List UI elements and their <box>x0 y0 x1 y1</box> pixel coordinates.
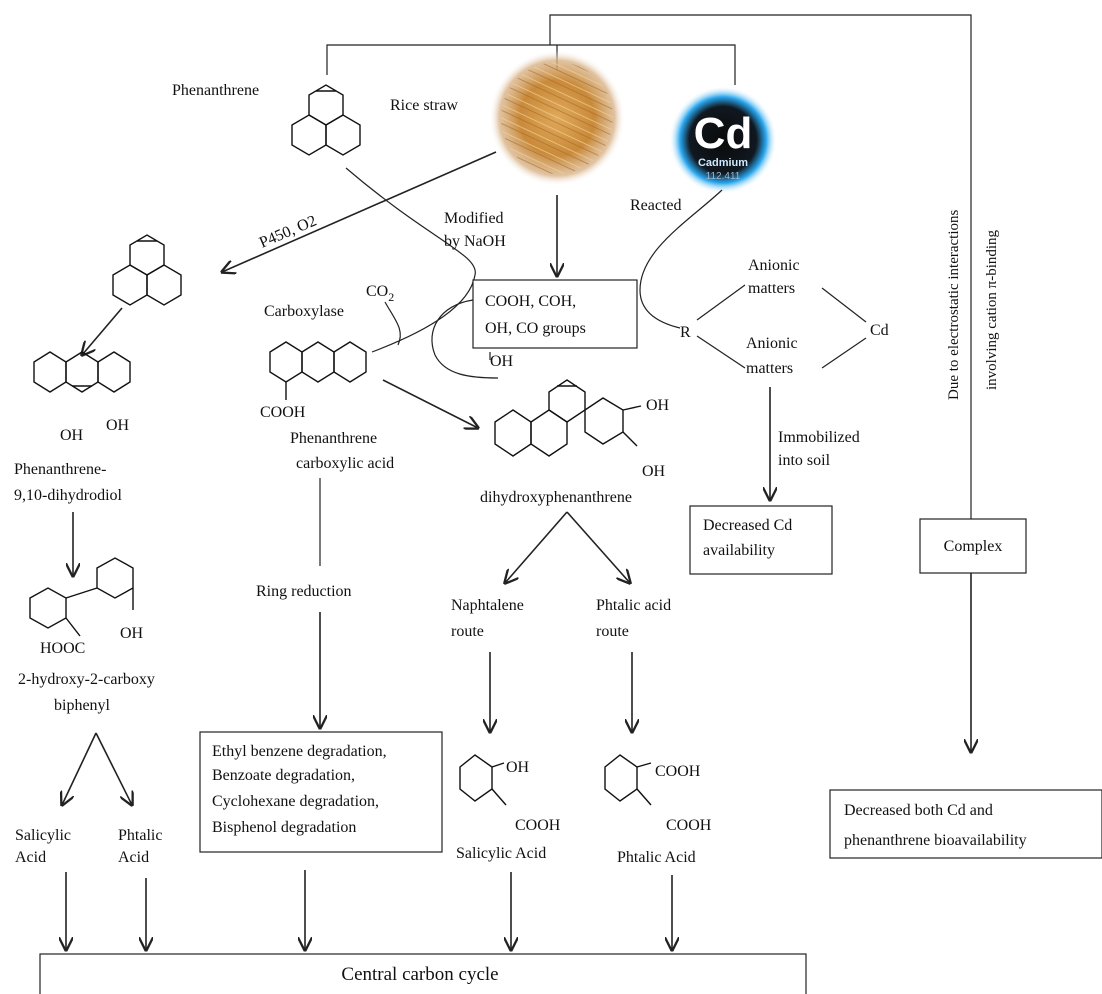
phenanthrene-molecule-left <box>112 234 182 306</box>
biphenyl-name-2: biphenyl <box>54 697 111 714</box>
naphtalene-route-2: route <box>451 623 484 640</box>
anionic-top-1: Anionic <box>748 257 800 274</box>
arrow-to-phtalic-left <box>95 732 132 805</box>
cd-reacted-curve <box>639 189 723 329</box>
immobilized-1: Immobilized <box>778 429 860 446</box>
dihydroxy-oh-1: OH <box>646 397 670 414</box>
degradation-box <box>199 731 443 853</box>
decreased-both-2: phenanthrene bioavailability <box>844 832 1027 849</box>
arrow-to-dihydroxy <box>382 379 478 428</box>
complex-label: Complex <box>944 538 1003 555</box>
rice-straw-image <box>489 50 625 186</box>
phenanthrene-diol-molecule <box>33 351 131 393</box>
carboxylic-name-2: carboxylic acid <box>296 455 394 472</box>
arrow-to-diol <box>82 307 123 355</box>
modified-label-2: by NaOH <box>444 233 506 250</box>
groups-line-2: OH, CO groups <box>485 320 586 337</box>
salicylic-acid-molecule <box>459 754 507 806</box>
r-label: R <box>680 324 691 341</box>
complex-box <box>919 518 1027 574</box>
biphenyl-hooc: HOOC <box>40 640 85 657</box>
salicylic-name: Salicylic Acid <box>456 845 546 862</box>
groups-box <box>472 279 638 349</box>
degradation-4: Bisphenol degradation <box>212 819 356 836</box>
dihydroxy-name: dihydroxyphenanthrene <box>480 489 632 506</box>
dihydroxy-top-oh: OH <box>490 353 514 370</box>
salicylic-cooh: COOH <box>515 817 561 834</box>
phenanthrene-molecule-top <box>291 84 361 156</box>
salicylic-left-1: Salicylic <box>15 827 71 844</box>
phtalic-acid-molecule <box>604 754 652 806</box>
carboxylic-cooh: COOH <box>260 404 306 421</box>
side-note-2: involving cation π-binding <box>984 229 1000 390</box>
salicylic-oh: OH <box>506 759 530 776</box>
dihydroxy-oh-2: OH <box>642 463 666 480</box>
degradation-3: Cyclohexane degradation, <box>212 793 379 810</box>
arrow-to-phtalic-route <box>566 511 630 583</box>
p450-label: P450, O2 <box>257 212 319 251</box>
groups-line-1: COOH, COH, <box>485 293 576 310</box>
naphtalene-route-1: Naphtalene <box>451 597 524 614</box>
cd-complex-label: Cd <box>870 322 889 339</box>
immobilized-2: into soil <box>778 452 831 469</box>
biphenyl-molecule <box>29 557 134 637</box>
anionic-bottom-1: Anionic <box>746 335 798 352</box>
phtalic-cooh-1: COOH <box>655 763 701 780</box>
decreased-both-box <box>829 789 1102 859</box>
phenanthrene-to-carboxylic-curve <box>345 167 476 353</box>
decreased-both-1: Decreased both Cd and <box>844 802 993 819</box>
phen-diol-name-2: 9,10-dihydrodiol <box>14 487 123 504</box>
ring-reduction-label: Ring reduction <box>256 583 352 600</box>
decreased-cd-box <box>689 505 833 575</box>
phtalic-name: Phtalic Acid <box>617 849 696 866</box>
phtalic-route-1: Phtalic acid <box>596 597 671 614</box>
phtalic-left-2: Acid <box>118 849 149 866</box>
cd-symbol: Cd <box>694 109 753 158</box>
anionic-top-2: matters <box>748 280 795 297</box>
reacted-label: Reacted <box>630 197 682 214</box>
rice-straw-label: Rice straw <box>390 97 458 114</box>
carboxylase-label: Carboxylase <box>264 303 344 320</box>
biphenyl-oh: OH <box>120 625 144 642</box>
phenanthrene-label: Phenanthrene <box>172 82 259 99</box>
diol-oh-2: OH <box>106 417 130 434</box>
arrow-to-salicylic-left <box>62 732 97 805</box>
anionic-bottom-2: matters <box>746 360 793 377</box>
carboxylic-name-1: Phenanthrene <box>290 430 377 447</box>
phenanthrene-carboxylic-molecule <box>269 341 367 400</box>
decreased-cd-2: availability <box>703 542 775 559</box>
arrow-to-phenanthrene-left <box>222 151 497 272</box>
cadmium-icon: Cd Cadmium 112.411 <box>669 86 777 194</box>
degradation-2: Benzoate degradation, <box>212 767 355 784</box>
central-carbon-cycle-box <box>39 953 807 994</box>
arrow-to-naphtalene <box>505 511 568 583</box>
phtalic-route-2: route <box>596 623 629 640</box>
top-connector <box>326 14 972 535</box>
degradation-1: Ethyl benzene degradation, <box>212 743 387 760</box>
phtalic-cooh-2: COOH <box>666 817 712 834</box>
salicylic-left-2: Acid <box>15 849 46 866</box>
dihydroxyphenanthrene-molecule <box>494 379 642 457</box>
diol-oh-1: OH <box>60 427 84 444</box>
phen-diol-name-1: Phenanthrene- <box>14 461 106 478</box>
side-note-1: Due to electrostatic interactions <box>946 209 962 400</box>
decreased-cd-1: Decreased Cd <box>703 517 792 534</box>
phtalic-left-1: Phtalic <box>118 827 162 844</box>
groups-to-dihydroxy-curve <box>431 299 499 379</box>
biphenyl-name-1: 2-hydroxy-2-carboxy <box>18 671 155 688</box>
co2-label: CO2 <box>366 283 394 304</box>
cd-name: Cadmium <box>698 157 748 169</box>
central-carbon-cycle-label: Central carbon cycle <box>341 964 498 985</box>
modified-label-1: Modified <box>444 210 504 227</box>
cd-mass: 112.411 <box>706 171 741 182</box>
